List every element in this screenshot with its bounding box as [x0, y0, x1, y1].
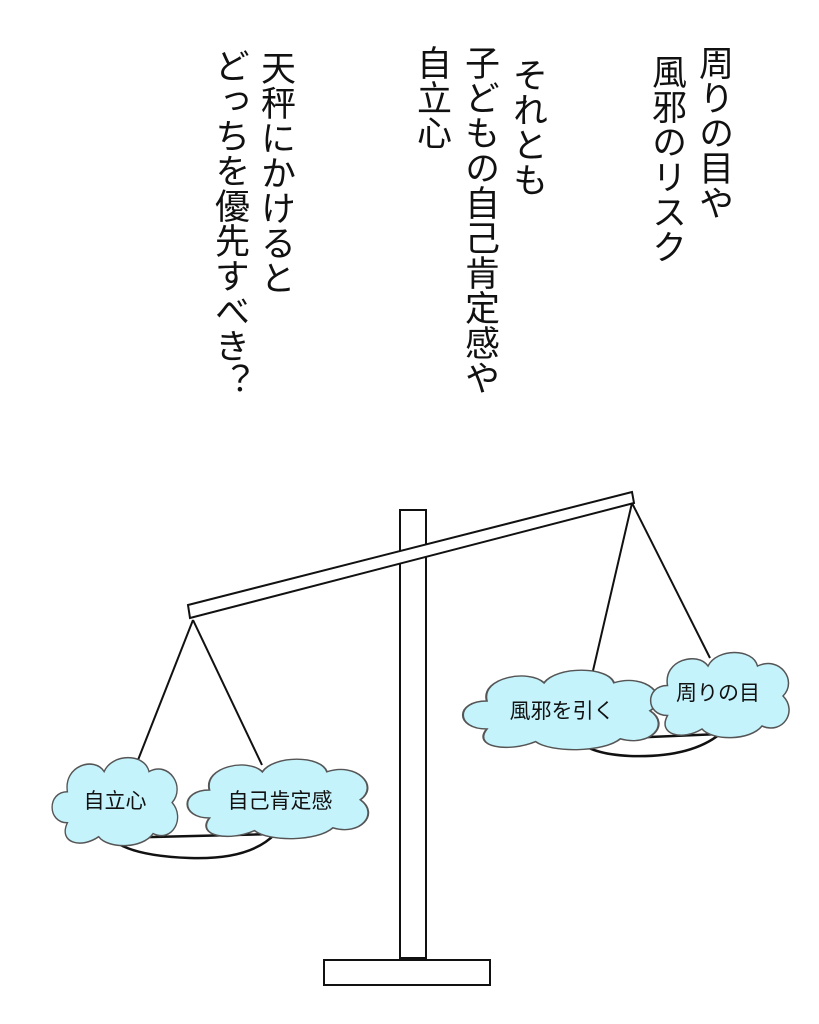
- cloud-right-1: 風邪を引く: [461, 669, 660, 751]
- text-column-7: どっちを優先すべき？: [209, 48, 249, 398]
- cloud-left-1: 自立心: [51, 756, 179, 847]
- text-column-4: 子どもの自己肯定感や: [459, 45, 499, 395]
- cloud-left-2: 自己肯定感: [186, 758, 370, 840]
- cloud-label: 自己肯定感: [228, 789, 333, 813]
- scale-pillar: [399, 509, 427, 959]
- text-column-6: 天秤にかけると: [255, 50, 295, 295]
- cloud-label: 周りの目: [676, 681, 760, 705]
- text-column-1: 周りの目や: [693, 45, 733, 220]
- cloud-label: 風邪を引く: [510, 699, 615, 723]
- text-column-2: 風邪のリスク: [646, 54, 686, 264]
- cloud-right-2: 周りの目: [649, 651, 790, 739]
- text-column-3: それとも: [507, 57, 547, 197]
- left-pan: [106, 832, 279, 860]
- scale-beam: [186, 490, 636, 620]
- pan-strings: [137, 502, 711, 766]
- text-column-5: 自立心: [411, 45, 451, 150]
- scale-base: [323, 959, 491, 986]
- cloud-label: 自立心: [84, 789, 147, 813]
